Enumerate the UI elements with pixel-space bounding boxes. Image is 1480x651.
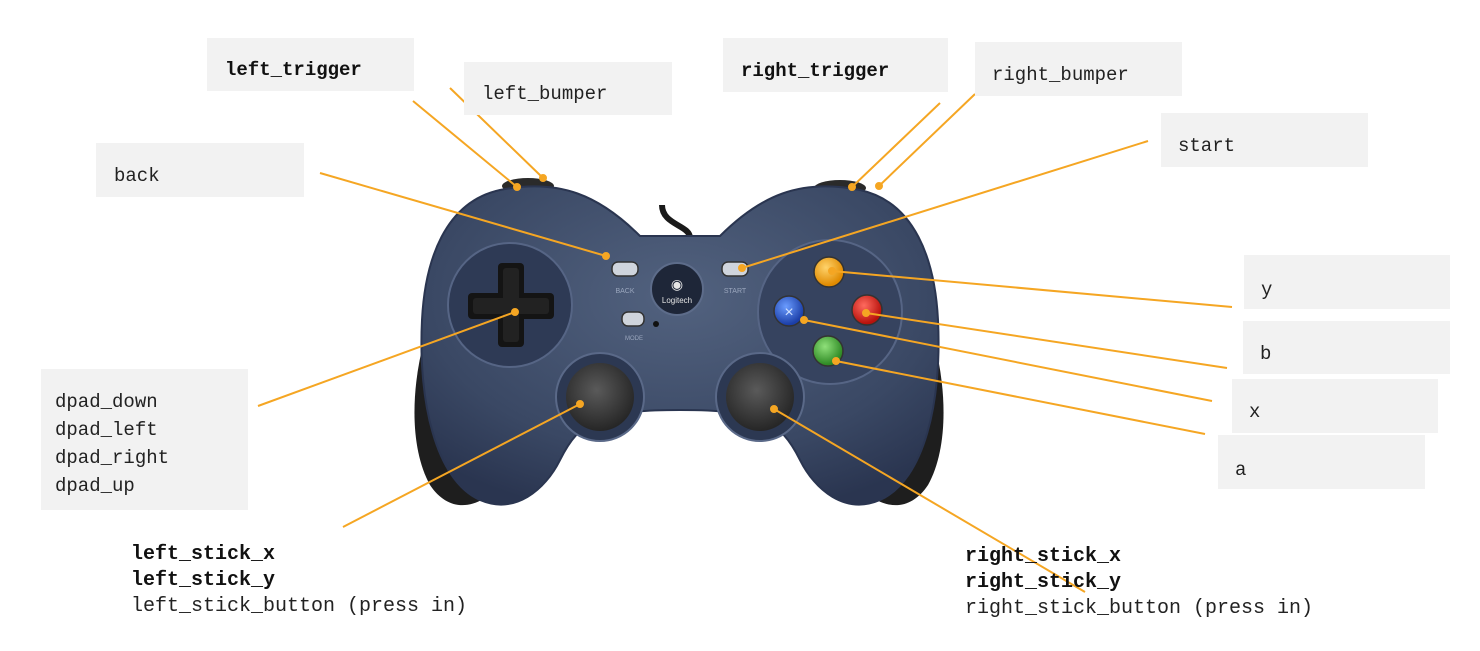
label-left-trigger: left_trigger bbox=[207, 38, 414, 91]
label-right-trigger: right_trigger bbox=[723, 38, 948, 92]
label-back: back bbox=[96, 143, 304, 197]
label-right-bumper: right_bumper bbox=[975, 42, 1182, 96]
label-right-stick: right_stick_x right_stick_y right_stick_… bbox=[965, 545, 1314, 620]
back-button-shape: BACK bbox=[611, 261, 639, 295]
cable bbox=[659, 204, 693, 239]
label-a: a bbox=[1218, 435, 1425, 489]
label-left-bumper: left_bumper bbox=[464, 62, 672, 115]
left-stick-shape bbox=[555, 352, 645, 442]
mode-button-shape: MODE bbox=[621, 311, 659, 342]
b-button-shape bbox=[851, 294, 883, 326]
y-button-shape bbox=[813, 256, 845, 288]
right-stick-shape bbox=[715, 352, 805, 442]
svg-text:Logitech: Logitech bbox=[662, 296, 692, 305]
label-b: b bbox=[1243, 321, 1450, 374]
label-start: start bbox=[1161, 113, 1368, 167]
svg-text:◉: ◉ bbox=[671, 276, 683, 292]
svg-text:×: × bbox=[784, 304, 793, 321]
svg-text:MODE: MODE bbox=[625, 336, 643, 342]
label-x: x bbox=[1232, 379, 1438, 433]
logitech-logo: ◉ Logitech bbox=[650, 262, 704, 316]
label-dpad: dpad_down dpad_left dpad_right dpad_up bbox=[41, 369, 248, 510]
x-button-shape: × bbox=[773, 295, 805, 327]
svg-text:BACK: BACK bbox=[615, 288, 634, 295]
label-y: y bbox=[1244, 255, 1450, 309]
svg-text:START: START bbox=[724, 288, 747, 295]
a-button-shape bbox=[812, 335, 844, 367]
label-left-stick: left_stick_x left_stick_y left_stick_but… bbox=[131, 543, 468, 618]
